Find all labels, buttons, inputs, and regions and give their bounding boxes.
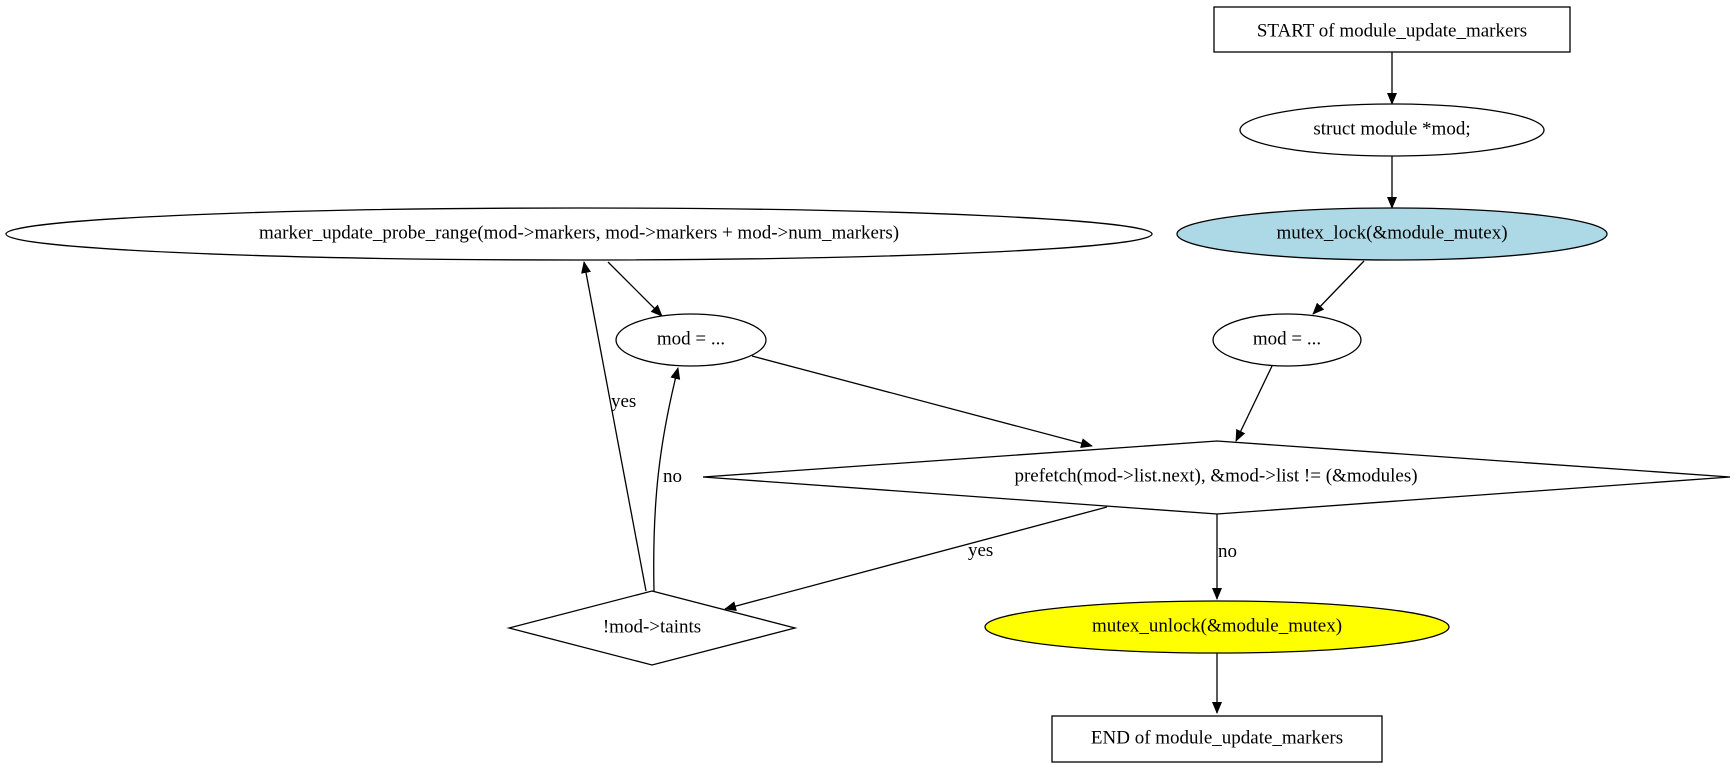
edge-label-cond-yes: yes <box>968 540 993 561</box>
node-decl-ellipse <box>1239 103 1545 157</box>
node-start: START of module_update_markers <box>1213 6 1571 53</box>
node-decl: struct module *mod; <box>1239 103 1545 157</box>
edges <box>581 52 1397 714</box>
node-cond: prefetch(mod->list.next), &mod->list != … <box>702 440 1731 515</box>
node-cond-label: prefetch(mod->list.next), &mod->list != … <box>1014 465 1417 486</box>
node-end-label: END of module_update_markers <box>1091 727 1343 748</box>
edge-labels: no yes yes no <box>611 391 1237 562</box>
node-next-ellipse <box>615 313 767 367</box>
node-init-ellipse <box>1212 313 1362 367</box>
node-end-box <box>1051 715 1383 763</box>
edge-taints-to-probe <box>581 261 647 592</box>
node-init-label: mod = ... <box>1253 328 1321 349</box>
node-init: mod = ... <box>1212 313 1362 367</box>
edge-init-to-cond <box>1235 365 1273 442</box>
edge-label-cond-no: no <box>1218 541 1237 562</box>
node-cond-diamond <box>702 440 1731 515</box>
edge-taints-to-next <box>653 367 681 592</box>
edge-next-to-cond <box>751 355 1093 449</box>
node-lock: mutex_lock(&module_mutex) <box>1176 207 1608 261</box>
node-probe-ellipse <box>5 207 1153 261</box>
edge-lock-to-init <box>1312 260 1365 315</box>
node-next: mod = ... <box>615 313 767 367</box>
node-taints: !mod->taints <box>506 590 798 666</box>
node-decl-label: struct module *mod; <box>1313 118 1470 139</box>
node-unlock-label: mutex_unlock(&module_mutex) <box>1092 615 1342 636</box>
node-taints-diamond <box>506 590 798 666</box>
node-probe: marker_update_probe_range(mod->markers, … <box>5 207 1153 261</box>
edge-probe-to-next <box>607 261 663 317</box>
node-probe-label: marker_update_probe_range(mod->markers, … <box>259 222 899 243</box>
node-unlock: mutex_unlock(&module_mutex) <box>984 600 1450 654</box>
node-taints-label: !mod->taints <box>603 616 701 637</box>
edge-cond-to-taints <box>724 506 1108 611</box>
edge-label-taints-yes: yes <box>611 391 636 412</box>
node-start-box <box>1213 6 1571 53</box>
node-start-label: START of module_update_markers <box>1257 20 1527 41</box>
node-lock-label: mutex_lock(&module_mutex) <box>1276 222 1507 243</box>
node-next-label: mod = ... <box>657 328 725 349</box>
node-lock-ellipse <box>1176 207 1608 261</box>
node-end: END of module_update_markers <box>1051 715 1383 763</box>
edge-label-taints-no: no <box>663 466 682 487</box>
node-unlock-ellipse <box>984 600 1450 654</box>
